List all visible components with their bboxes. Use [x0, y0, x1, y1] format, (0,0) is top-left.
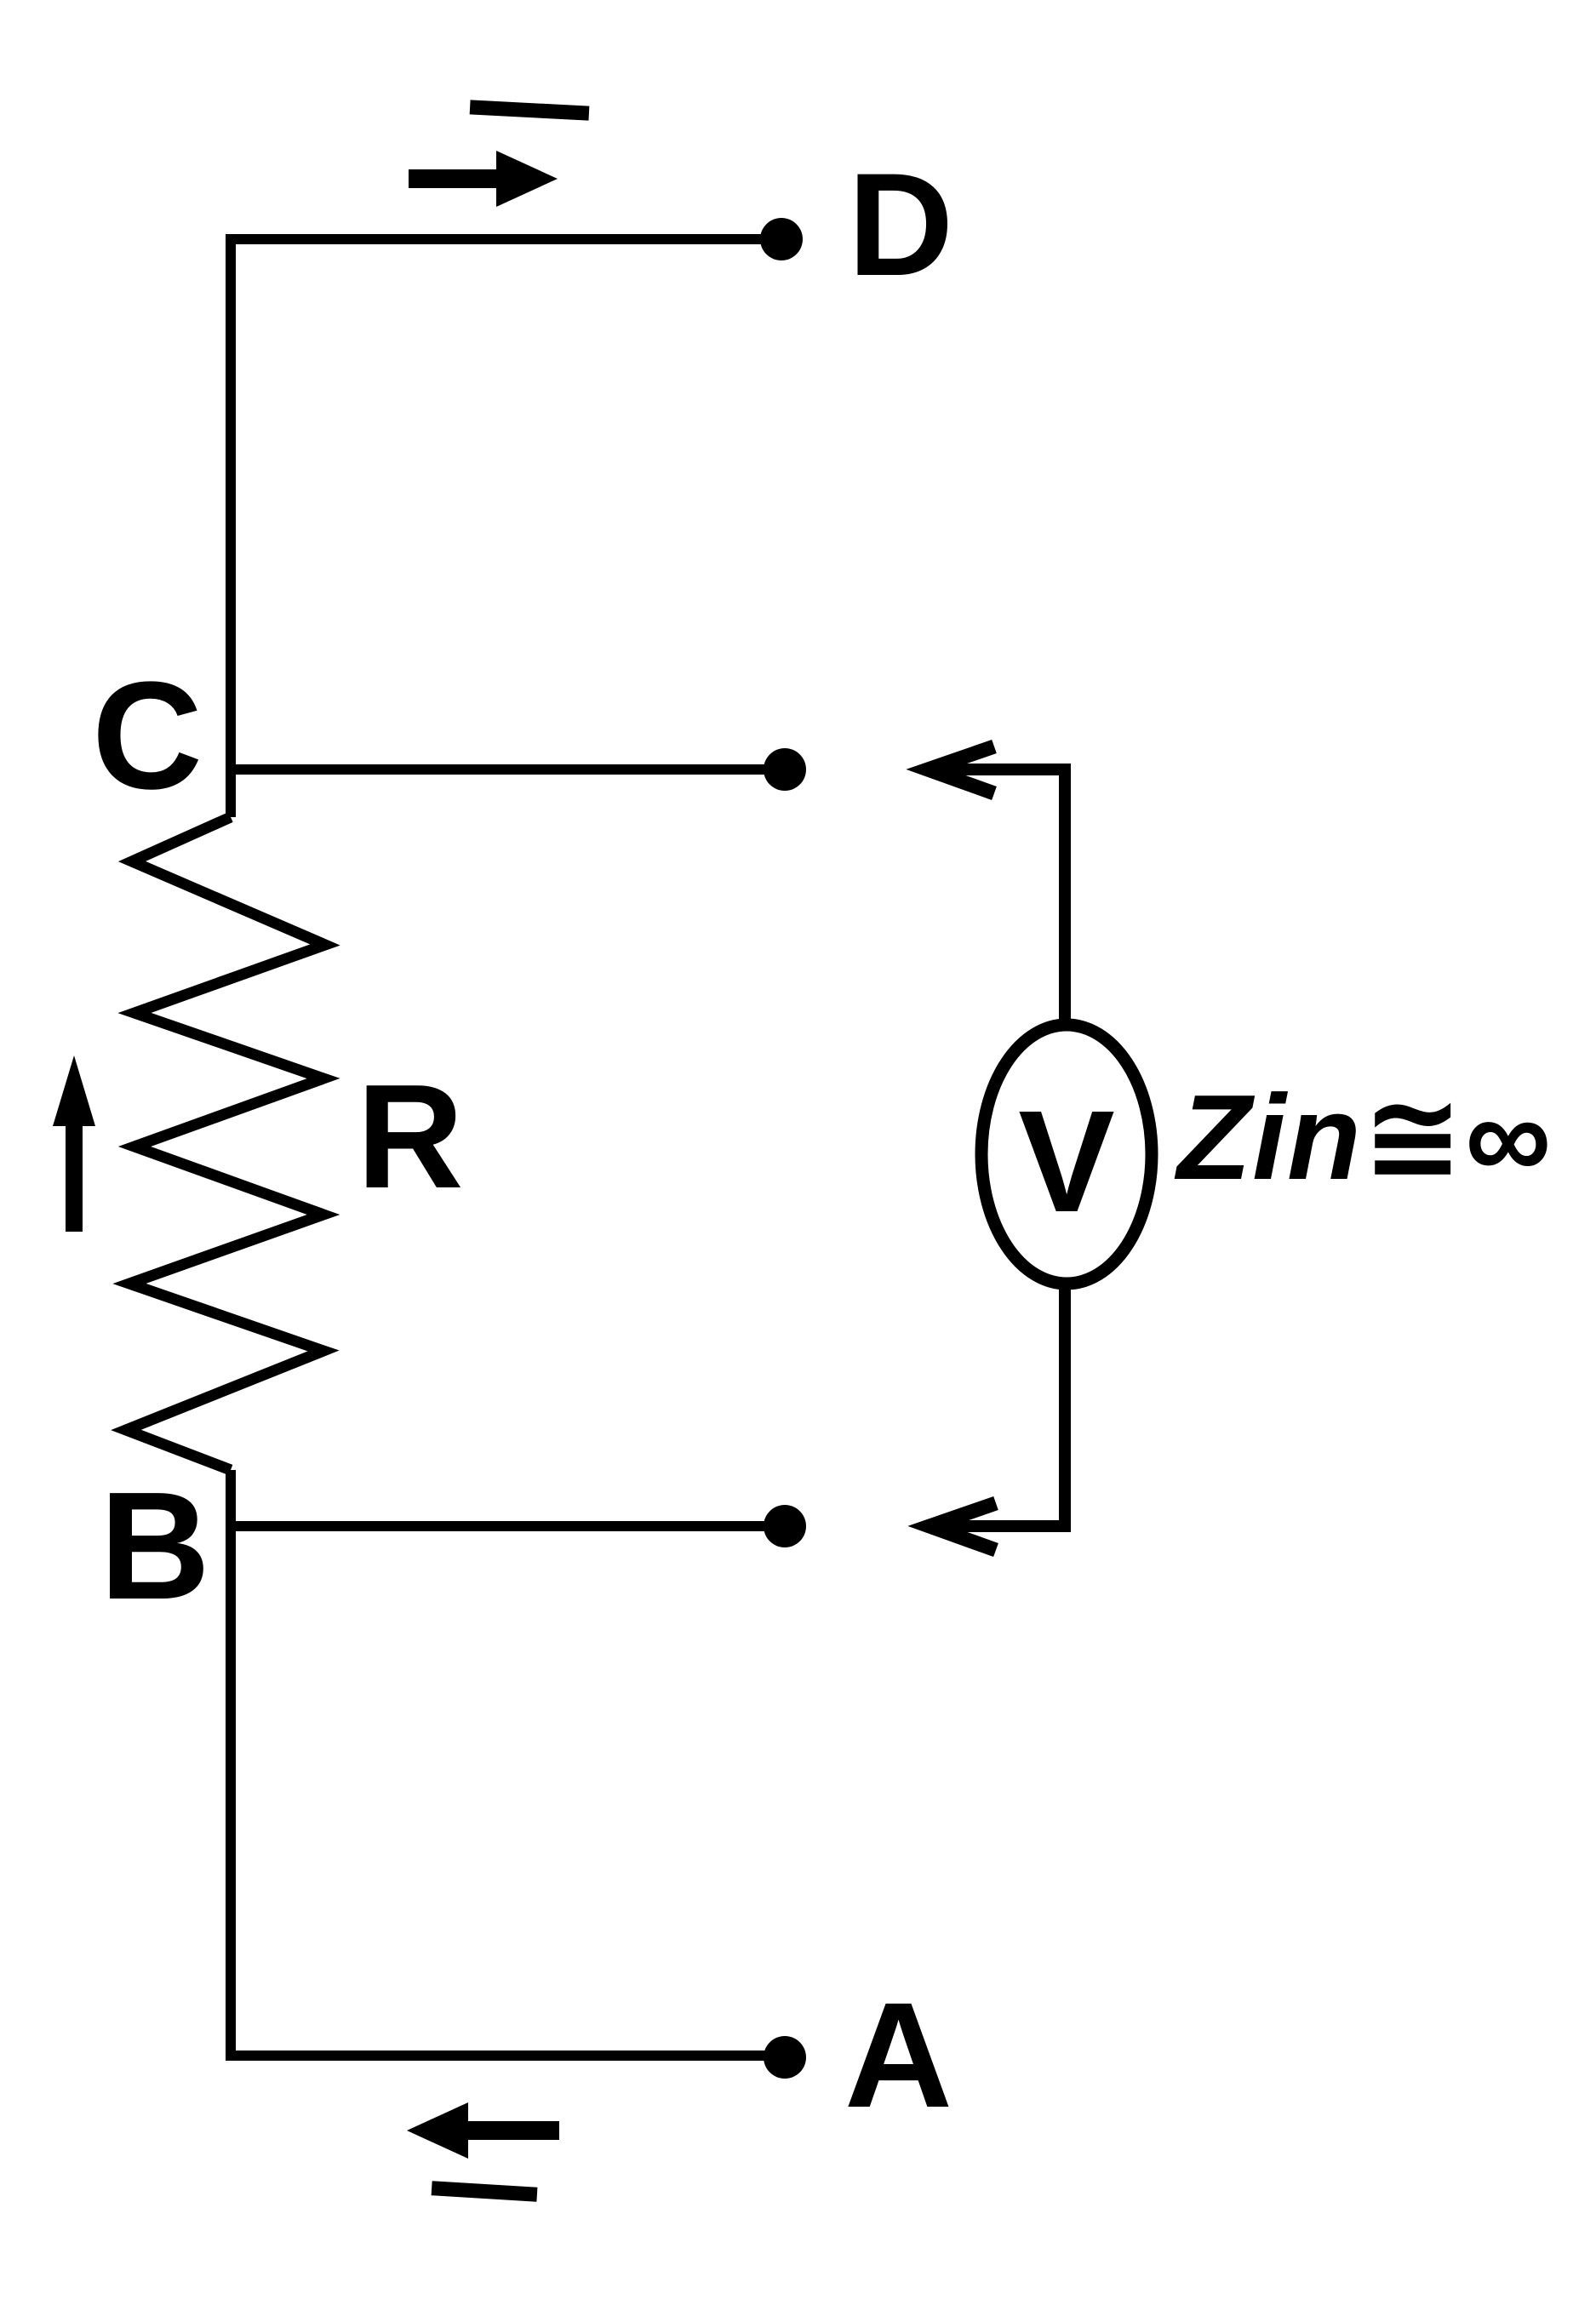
- wire-bottom-current-path: [226, 1470, 785, 2061]
- wire-top-current-path: [226, 234, 781, 817]
- voltmeter-ellipse: [975, 1018, 1158, 1290]
- sense-arrowhead-lower-icon: [907, 1496, 998, 1558]
- current-out-arrow-icon: [407, 2102, 559, 2159]
- terminal-dot-d: [760, 218, 803, 260]
- current-label-bar-top: [469, 100, 590, 121]
- terminal-label-a: A: [844, 1972, 953, 2139]
- resistor-zigzag: [111, 812, 340, 1476]
- voltmeter-impedance-label: Zin≅∞: [1177, 1070, 1553, 1205]
- terminal-dot-a: [764, 2036, 806, 2079]
- current-in-arrow-icon: [409, 151, 558, 207]
- voltmeter-label: V: [1018, 1081, 1115, 1243]
- resistor-label: R: [357, 1053, 464, 1219]
- terminal-label-d: D: [848, 143, 954, 306]
- current-direction-arrow-icon: [53, 1055, 95, 1232]
- voltmeter-lead-upper: [932, 764, 1071, 1025]
- sense-arrowhead-upper-icon: [906, 739, 997, 801]
- voltmeter-lead-lower: [934, 1284, 1071, 1532]
- terminal-dot-c: [764, 748, 806, 791]
- current-label-bar-bottom: [431, 2181, 538, 2202]
- terminal-label-c: C: [92, 650, 203, 821]
- terminal-label-b: B: [100, 1461, 210, 1632]
- terminal-dot-b: [764, 1505, 806, 1547]
